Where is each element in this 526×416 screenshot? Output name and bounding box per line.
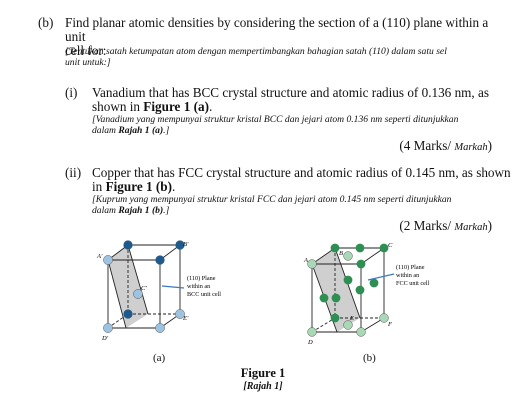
item-i-marks: (4 Marks/ Markah) xyxy=(399,138,492,154)
item-i-translation: [Vanadium yang mempunyai struktur krista… xyxy=(92,114,517,136)
fcc-atom xyxy=(307,259,317,269)
bcc-label-c: C' xyxy=(141,285,147,292)
item-ii-marks-text: (2 Marks/ xyxy=(399,218,452,233)
fcc-face-atom xyxy=(369,278,379,288)
figure-a-caption: (a) xyxy=(153,352,166,364)
bcc-atom xyxy=(123,309,133,319)
fcc-label-a: A xyxy=(303,257,308,264)
fcc-face-atom xyxy=(343,251,353,261)
bcc-label-b: B' xyxy=(183,241,189,248)
fcc-note-line1: (110) Plane xyxy=(396,264,425,271)
bcc-note-line1: (110) Plane xyxy=(187,275,216,282)
item-i-line2-pre: shown in xyxy=(92,99,144,114)
item-ii-translation: [Kuprum yang mempunyai struktur kristal … xyxy=(92,194,517,216)
item-i-marks-end: ) xyxy=(487,138,492,153)
bcc-atom xyxy=(123,240,133,250)
fcc-label-c: C xyxy=(388,242,393,249)
fcc-label-e: E xyxy=(349,315,354,322)
bcc-atom xyxy=(155,255,165,265)
item-ii-trans2-pre: dalam xyxy=(92,205,119,216)
item-ii-line2: in Figure 1 (b). xyxy=(92,180,512,194)
bcc-unit-cell-diagram: A' B' C' D' E' (110) Plane within an BCC… xyxy=(96,240,221,342)
item-i-marks-text: (4 Marks/ xyxy=(399,138,452,153)
item-ii-marks-end: ) xyxy=(487,218,492,233)
item-i-line1: Vanadium that has BCC crystal structure … xyxy=(92,85,490,100)
fcc-atom xyxy=(330,313,340,323)
item-ii-figure-ref: Figure 1 (b) xyxy=(105,179,172,194)
fcc-plane xyxy=(312,248,360,332)
item-i-marks-markah: Markah xyxy=(454,142,488,153)
item-ii-line2-pre: in xyxy=(92,179,106,194)
fcc-face-atom xyxy=(319,293,329,303)
item-ii-trans1: [Kuprum yang mempunyai struktur kristal … xyxy=(92,194,452,205)
fcc-atom xyxy=(356,259,366,269)
fcc-atom xyxy=(379,243,389,253)
fcc-atom xyxy=(330,243,340,253)
item-i-line2-post: . xyxy=(208,99,213,114)
part-b-line1: Find planar atomic densities by consider… xyxy=(65,15,489,44)
bcc-atom xyxy=(155,323,165,333)
part-b-trans2: unit untuk:] xyxy=(65,57,111,68)
part-b-translation: [Tentukan satah ketumpatan atom dengan m… xyxy=(65,46,515,68)
bcc-atom xyxy=(175,309,185,319)
item-ii-marks: (2 Marks/ Markah) xyxy=(399,218,492,234)
item-i-trans1: [Vanadium yang mempunyai struktur krista… xyxy=(92,114,459,125)
fcc-unit-cell-diagram: A B C D E F (110) Plane within an FCC un… xyxy=(303,242,430,346)
item-i-trans2: dalam Rajah 1 (a).] xyxy=(92,125,517,136)
item-ii-line1: Copper that has FCC crystal structure an… xyxy=(92,165,511,180)
item-i-trans2-post: .] xyxy=(163,125,170,136)
fcc-face-atom xyxy=(331,293,341,303)
fcc-pointer-line xyxy=(367,273,395,281)
fcc-label-d: D xyxy=(307,339,313,346)
bcc-atoms xyxy=(103,240,185,333)
fcc-atoms xyxy=(307,243,389,337)
figure-title: Figure 1 xyxy=(240,366,286,380)
bcc-atom xyxy=(103,323,113,333)
fcc-atom xyxy=(307,327,317,337)
item-i-rajah-ref: Rajah 1 (a) xyxy=(118,125,164,136)
figure-b-caption: (b) xyxy=(363,352,376,364)
bcc-atom xyxy=(103,255,113,265)
item-ii-rajah-ref: Rajah 1 (b) xyxy=(118,205,164,216)
bcc-body-center-atom xyxy=(133,289,143,299)
item-i-label: (i) xyxy=(65,85,78,100)
item-ii-marks-markah: Markah xyxy=(454,222,488,233)
fcc-face-atom xyxy=(355,285,365,295)
part-b-line2: cell for: xyxy=(65,43,107,58)
item-i-trans2-pre: dalam xyxy=(92,125,119,136)
bcc-label-d: D' xyxy=(101,335,109,342)
bcc-atom xyxy=(175,240,185,250)
fcc-face-atom xyxy=(355,243,365,253)
fcc-note-line3: FCC unit cell xyxy=(396,280,430,287)
fcc-face-atom xyxy=(343,275,353,285)
item-ii-label: (ii) xyxy=(65,165,82,180)
fcc-label-f: F xyxy=(387,321,393,328)
part-b-trans1: [Tentukan satah ketumpatan atom dengan m… xyxy=(65,46,447,57)
item-ii-line2-post: . xyxy=(171,179,176,194)
figure-title-ms: [Rajah 1] xyxy=(243,381,283,392)
part-b-label: (b) xyxy=(38,15,54,30)
bcc-label-e: E' xyxy=(182,315,189,322)
bcc-note-line2: within an xyxy=(187,283,210,290)
part-b-question: Find planar atomic densities by consider… xyxy=(65,16,510,58)
item-ii-trans2-post: .] xyxy=(163,205,170,216)
bcc-label-a: A' xyxy=(96,253,103,260)
bcc-pointer-line xyxy=(161,285,185,289)
item-ii-trans2: dalam Rajah 1 (b).] xyxy=(92,205,517,216)
bcc-note-line3: BCC unit cell xyxy=(187,291,221,298)
item-i-question: Vanadium that has BCC crystal structure … xyxy=(92,86,512,114)
item-ii-question: Copper that has FCC crystal structure an… xyxy=(92,166,512,194)
fcc-face-atom xyxy=(343,320,353,330)
fcc-atom xyxy=(379,313,389,323)
fcc-note-line2: within an xyxy=(396,272,419,279)
item-i-figure-ref: Figure 1 (a) xyxy=(143,99,209,114)
fcc-label-b: B xyxy=(339,250,343,257)
fcc-atom xyxy=(356,327,366,337)
item-i-line2: shown in Figure 1 (a). xyxy=(92,100,512,114)
